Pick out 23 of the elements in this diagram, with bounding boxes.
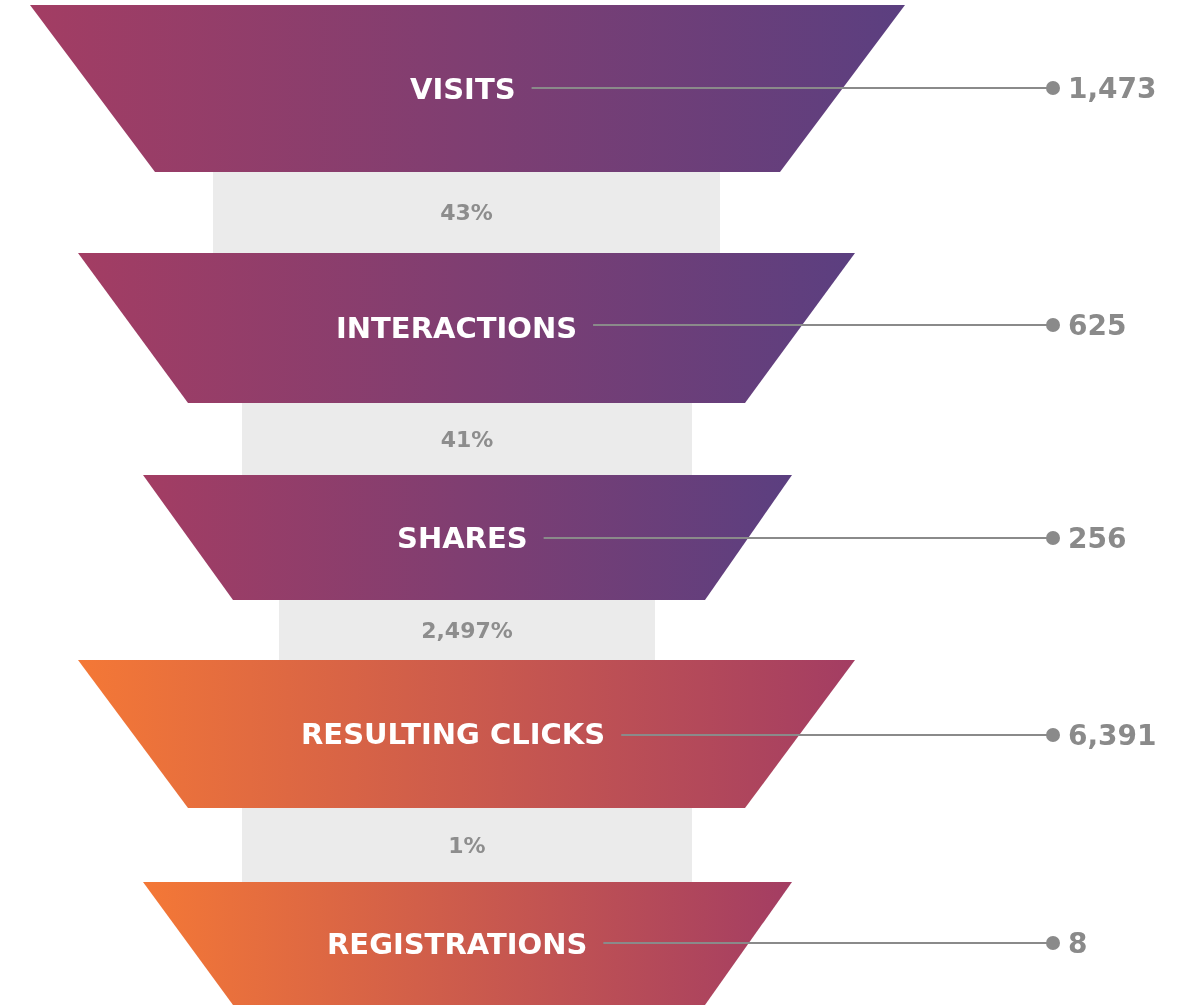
value-label: 625 [1068,308,1127,342]
stage-label: VISITS [410,71,516,106]
leader-line [620,728,1060,742]
value-label: 256 [1068,521,1127,555]
leader-line [592,318,1060,332]
stage-label: SHARES [397,520,528,555]
leader-line [542,531,1060,545]
value-label: 1,473 [1068,71,1157,105]
percent-label: 2,497% [421,617,513,643]
percent-label: 41% [440,426,494,452]
percent-label: 43% [440,200,493,225]
conversion-band [242,808,692,882]
conversion-band [242,403,692,475]
leader-line [530,81,1060,95]
value-label: 6,391 [1068,718,1157,752]
leader-line [602,936,1060,950]
stage-label: RESULTING CLICKS [301,717,606,751]
value-label: 8 [1068,926,1088,960]
stage-label: INTERACTIONS [336,311,578,345]
stage-label: REGISTRATIONS [327,926,588,961]
percent-label: 1% [448,832,486,858]
conversion-band [279,600,655,660]
conversion-band [213,172,720,253]
